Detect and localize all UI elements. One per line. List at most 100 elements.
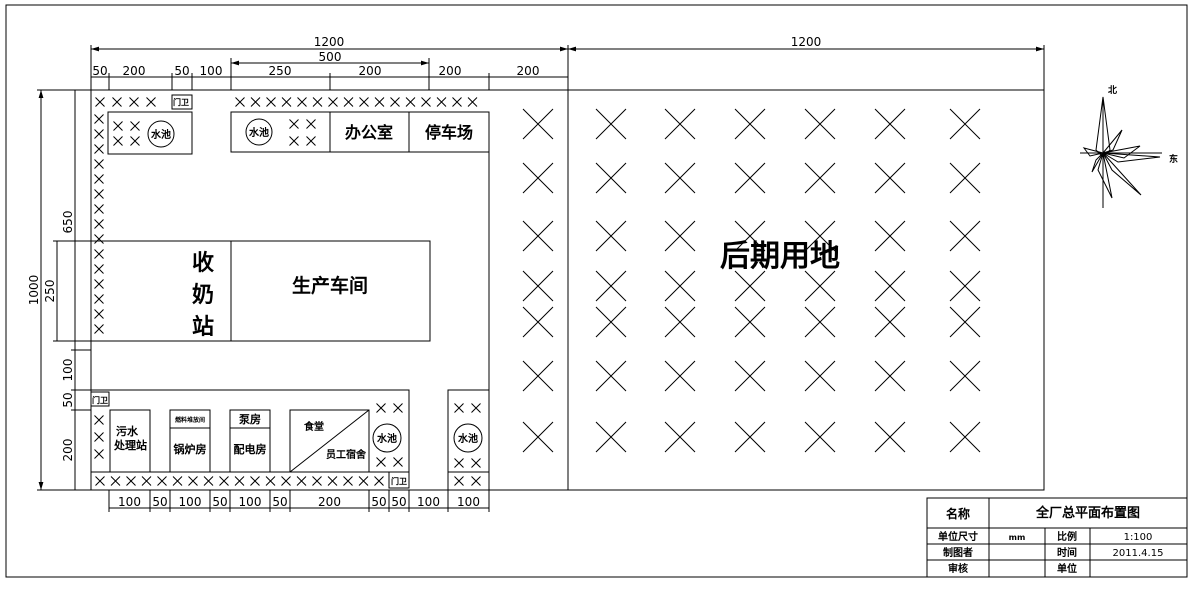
office-label: 办公室 (345, 123, 393, 142)
tree-marker-large (664, 421, 696, 453)
drawing-border (5, 4, 1188, 578)
tb-unit-label: 单位尺寸 (938, 530, 978, 543)
tree-marker (312, 476, 322, 486)
tree-marker-large (874, 162, 906, 194)
tb-org-label: 单位 (1057, 562, 1077, 575)
tree-marker-large (734, 360, 766, 392)
tree-marker (94, 174, 104, 184)
dim-bottom-3: 50 (212, 495, 227, 509)
tb-name-value: 全厂总平面布置图 (1035, 505, 1140, 521)
dim-top-200c: 200 (439, 64, 462, 78)
tree-marker (112, 97, 122, 107)
tree-marker (471, 476, 481, 486)
tree-marker (289, 119, 299, 129)
gate-bottom (388, 471, 410, 489)
tree-marker-large (522, 162, 554, 194)
tree-marker-large (874, 421, 906, 453)
boiler-label: 锅炉房 (174, 442, 207, 456)
tree-marker-large (595, 421, 627, 453)
tree-marker-large (949, 220, 981, 252)
pool-label-3: 水池 (376, 432, 397, 445)
dim-top-total-right: 1200 (791, 35, 822, 49)
tree-marker (172, 476, 183, 486)
tb-scale-value: 1:100 (1124, 532, 1153, 543)
tree-marker (250, 476, 260, 486)
gate-bottom-label: 门卫 (391, 476, 407, 486)
compass-rose: 北 东 (1080, 84, 1178, 208)
tree-marker (95, 97, 105, 107)
tree-marker (157, 476, 167, 486)
milk-station-char-1: 收 (192, 250, 214, 276)
dim-top-200d: 200 (517, 64, 540, 78)
tree-marker-large (949, 421, 981, 453)
tree-marker (359, 97, 369, 107)
tree-marker (130, 121, 140, 131)
parking-label: 停车场 (425, 123, 473, 142)
tb-drawer-label: 制图者 (943, 546, 973, 559)
dim-top-total-left: 1200 (314, 35, 345, 49)
tree-marker-large (804, 421, 836, 453)
tree-marker (94, 114, 104, 124)
dimension-lines (37, 45, 1045, 512)
tree-marker (312, 97, 323, 107)
dim-top-50a: 50 (92, 64, 107, 78)
tree-marker (94, 219, 104, 229)
tree-marker (94, 129, 104, 139)
tree-marker-large (522, 421, 554, 453)
dim-left-200: 200 (61, 439, 75, 462)
tree-marker (376, 403, 386, 413)
tree-marker (94, 324, 104, 334)
tree-marker (297, 97, 307, 107)
tree-marker-large (734, 108, 766, 140)
tree-marker-large (522, 108, 554, 140)
tree-marker-large (949, 306, 981, 338)
tree-marker-large (874, 306, 906, 338)
tree-marker-large (874, 108, 906, 140)
tree-marker-large (804, 306, 836, 338)
workshop-building (230, 240, 431, 342)
top-row-block (230, 111, 490, 153)
tree-markers-small (94, 97, 481, 486)
dim-top-200a: 200 (123, 64, 146, 78)
tree-marker-large (874, 360, 906, 392)
pool-circle-3 (372, 423, 402, 453)
tb-unit-value: mm (1009, 533, 1026, 542)
tree-marker-large (804, 162, 836, 194)
tree-marker (405, 97, 416, 107)
pool-circle-2 (245, 118, 273, 146)
tree-marker-large (664, 108, 696, 140)
tree-marker-large (664, 220, 696, 252)
tree-markers-large (522, 108, 981, 453)
pool-circle-4 (453, 423, 483, 453)
tree-marker (343, 97, 354, 107)
tree-marker (306, 119, 316, 129)
tree-marker (95, 476, 105, 486)
sewage-building (109, 409, 151, 473)
tree-marker-large (949, 270, 981, 302)
gate-left-label: 门卫 (92, 395, 108, 405)
tree-marker-large (522, 306, 554, 338)
tree-marker (454, 403, 464, 413)
tree-marker (113, 136, 123, 146)
dim-top-250: 250 (269, 64, 292, 78)
tree-marker-large (664, 162, 696, 194)
compass-north: 北 (1108, 84, 1117, 96)
tree-marker-large (734, 421, 766, 453)
dim-bottom-2: 100 (179, 495, 202, 509)
dim-bottom-7: 50 (371, 495, 386, 509)
tree-marker (266, 97, 276, 107)
tree-marker (188, 476, 198, 486)
tree-marker-large (595, 220, 627, 252)
tree-marker-large (595, 270, 627, 302)
dim-bottom-9: 100 (417, 495, 440, 509)
tree-marker (421, 97, 431, 107)
tree-marker-large (734, 220, 766, 252)
tree-marker-large (522, 220, 554, 252)
tree-marker (219, 476, 229, 486)
tree-marker-large (874, 220, 906, 252)
tree-marker (452, 97, 462, 107)
tree-marker-large (949, 360, 981, 392)
gate-bottom-left (90, 391, 110, 407)
dim-bottom-6: 200 (318, 495, 341, 509)
